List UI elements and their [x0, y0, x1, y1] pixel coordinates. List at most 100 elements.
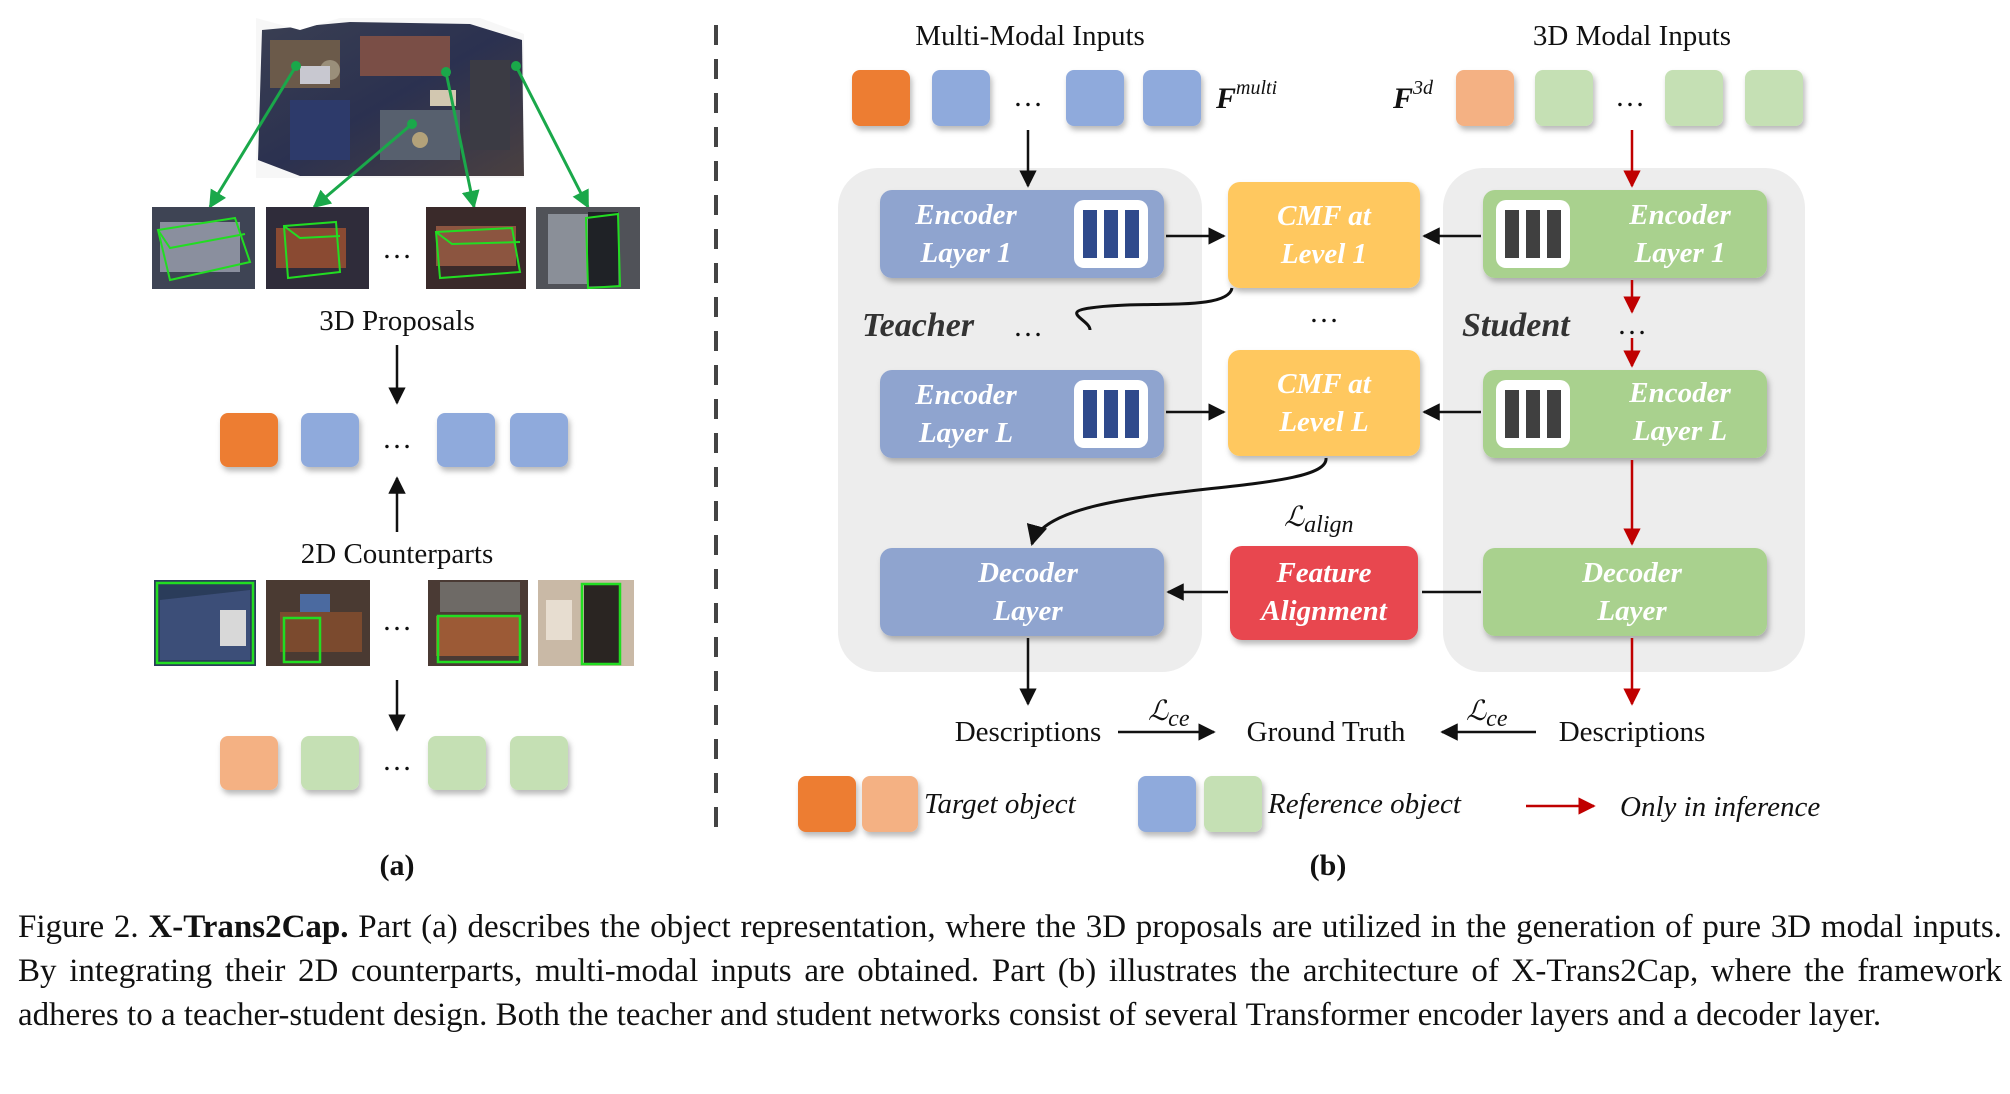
feature-alignment-line1: Feature — [1275, 557, 1371, 589]
student-enc1-line2: Layer 1 — [1634, 237, 1726, 269]
teacher-dec-line2: Layer — [992, 595, 1063, 627]
l-ce-left: ℒce — [1148, 696, 1190, 732]
student-encL-line2: Layer L — [1632, 415, 1727, 447]
multi-modal-input-tokens — [852, 70, 1201, 126]
panel-a-3d-tokens — [220, 736, 568, 790]
panel-a-sublabel: (a) — [380, 849, 415, 882]
reference-3d-token — [301, 736, 359, 790]
target-token — [852, 70, 910, 126]
legend — [798, 776, 1262, 832]
teacher-decoder-layer — [880, 548, 1164, 636]
proposal-link-lines — [208, 65, 590, 209]
teacher-encL-line1: Encoder — [914, 379, 1017, 411]
caption-title: X-Trans2Cap. — [148, 909, 349, 945]
counterpart-crops-dots: … — [382, 604, 412, 637]
target-3d-token — [1456, 70, 1514, 126]
proposal-link-dots — [291, 61, 521, 129]
reference-3d-token — [1745, 70, 1803, 126]
legend-target-label: Target object — [924, 788, 1077, 820]
teacher-dec-line1: Decoder — [977, 557, 1079, 589]
teacher-dots: … — [1013, 310, 1043, 343]
l-align-label: ℒalign — [1284, 502, 1354, 538]
multi-modal-inputs-label: Multi-Modal Inputs — [915, 20, 1145, 52]
multi-tokens-dots: … — [1013, 80, 1043, 113]
student-dec-line2: Layer — [1596, 595, 1667, 627]
caption-figure-label: Figure 2. — [18, 909, 139, 945]
3d-modal-input-tokens — [1456, 70, 1803, 126]
descriptions-left: Descriptions — [955, 716, 1102, 748]
f-multi-symbol: Fmulti — [1215, 77, 1277, 115]
legend-target-multi-swatch — [798, 776, 856, 832]
proposal-crops-dots: … — [382, 232, 412, 265]
reference-token — [1143, 70, 1201, 126]
scene-scan-image — [256, 18, 524, 178]
cmf-level-L — [1228, 350, 1420, 456]
reference-3d-token — [1665, 70, 1723, 126]
teacher-encoder-layer-L-icon — [1074, 380, 1148, 448]
counterpart-crops — [154, 580, 634, 666]
cmf1-line2: Level 1 — [1280, 238, 1367, 270]
student-encoder-layer-1-icon — [1496, 200, 1570, 268]
legend-inference-label: Only in inference — [1620, 791, 1820, 823]
reference-token — [301, 413, 359, 467]
panel-b: Multi-Modal Inputs 3D Modal Inputs … Fmu… — [798, 20, 1820, 882]
l-ce-right: ℒce — [1466, 696, 1508, 732]
target-3d-token — [220, 736, 278, 790]
reference-3d-token — [1535, 70, 1593, 126]
feature-alignment-box — [1230, 546, 1418, 640]
legend-reference-label: Reference object — [1267, 788, 1462, 820]
cmfL-line2: Level L — [1278, 406, 1368, 438]
panel-a: … 3D Proposals … 2D Counterparts — [152, 18, 640, 882]
cmf1-to-teacher-curve — [1075, 287, 1234, 331]
3d-tokens-dots: … — [382, 744, 412, 777]
legend-target-3d-swatch — [862, 776, 918, 832]
teacher-enc1-line1: Encoder — [914, 199, 1017, 231]
counterpart-crop-3 — [428, 580, 528, 666]
counterpart-crop-4 — [538, 580, 634, 666]
cmf1-line1: CMF at — [1277, 200, 1372, 232]
reference-token — [510, 413, 568, 467]
target-token — [220, 413, 278, 467]
cmfL-line1: CMF at — [1277, 368, 1372, 400]
proposal-crop-1 — [152, 207, 255, 289]
caption-text: Part (a) describes the object representa… — [18, 909, 2002, 1033]
ground-truth-label: Ground Truth — [1247, 716, 1406, 748]
proposal-crop-4 — [536, 207, 640, 290]
student-encL-line1: Encoder — [1628, 377, 1731, 409]
cmfL-to-decoder-curve — [1026, 457, 1328, 547]
panel-b-sublabel: (b) — [1310, 849, 1347, 882]
reference-token — [437, 413, 495, 467]
proposals-label: 3D Proposals — [319, 305, 474, 337]
teacher-encoder-layer-1-icon — [1074, 200, 1148, 268]
student-encoder-layer-L-icon — [1496, 380, 1570, 448]
student-decoder-layer — [1483, 548, 1767, 636]
panel-a-multimodal-tokens — [220, 413, 568, 467]
proposal-crop-3 — [426, 207, 526, 289]
reference-3d-token — [510, 736, 568, 790]
teacher-label: Teacher — [862, 307, 975, 344]
3d-tokens-dots: … — [1615, 80, 1645, 113]
reference-token — [932, 70, 990, 126]
student-dec-line1: Decoder — [1581, 557, 1683, 589]
legend-reference-multi-swatch — [1138, 776, 1196, 832]
counterparts-label: 2D Counterparts — [301, 538, 494, 570]
cmf-dots: … — [1309, 296, 1339, 329]
reference-3d-token — [428, 736, 486, 790]
3d-modal-inputs-label: 3D Modal Inputs — [1533, 20, 1731, 52]
teacher-encL-line2: Layer L — [918, 417, 1013, 449]
cmf-level-1 — [1228, 182, 1420, 288]
proposal-crops — [152, 207, 640, 290]
descriptions-right: Descriptions — [1559, 716, 1706, 748]
student-label: Student — [1462, 307, 1571, 344]
feature-alignment-line2: Alignment — [1259, 595, 1388, 627]
legend-reference-3d-swatch — [1204, 776, 1262, 832]
reference-token — [1066, 70, 1124, 126]
figure-caption: Figure 2. X-Trans2Cap. Part (a) describe… — [18, 905, 2002, 1037]
student-dots: … — [1617, 308, 1647, 341]
student-enc1-line1: Encoder — [1628, 199, 1731, 231]
counterpart-crop-2 — [266, 580, 370, 666]
teacher-enc1-line2: Layer 1 — [920, 237, 1012, 269]
proposal-crop-2 — [266, 207, 369, 289]
tokens-dots: … — [382, 422, 412, 455]
